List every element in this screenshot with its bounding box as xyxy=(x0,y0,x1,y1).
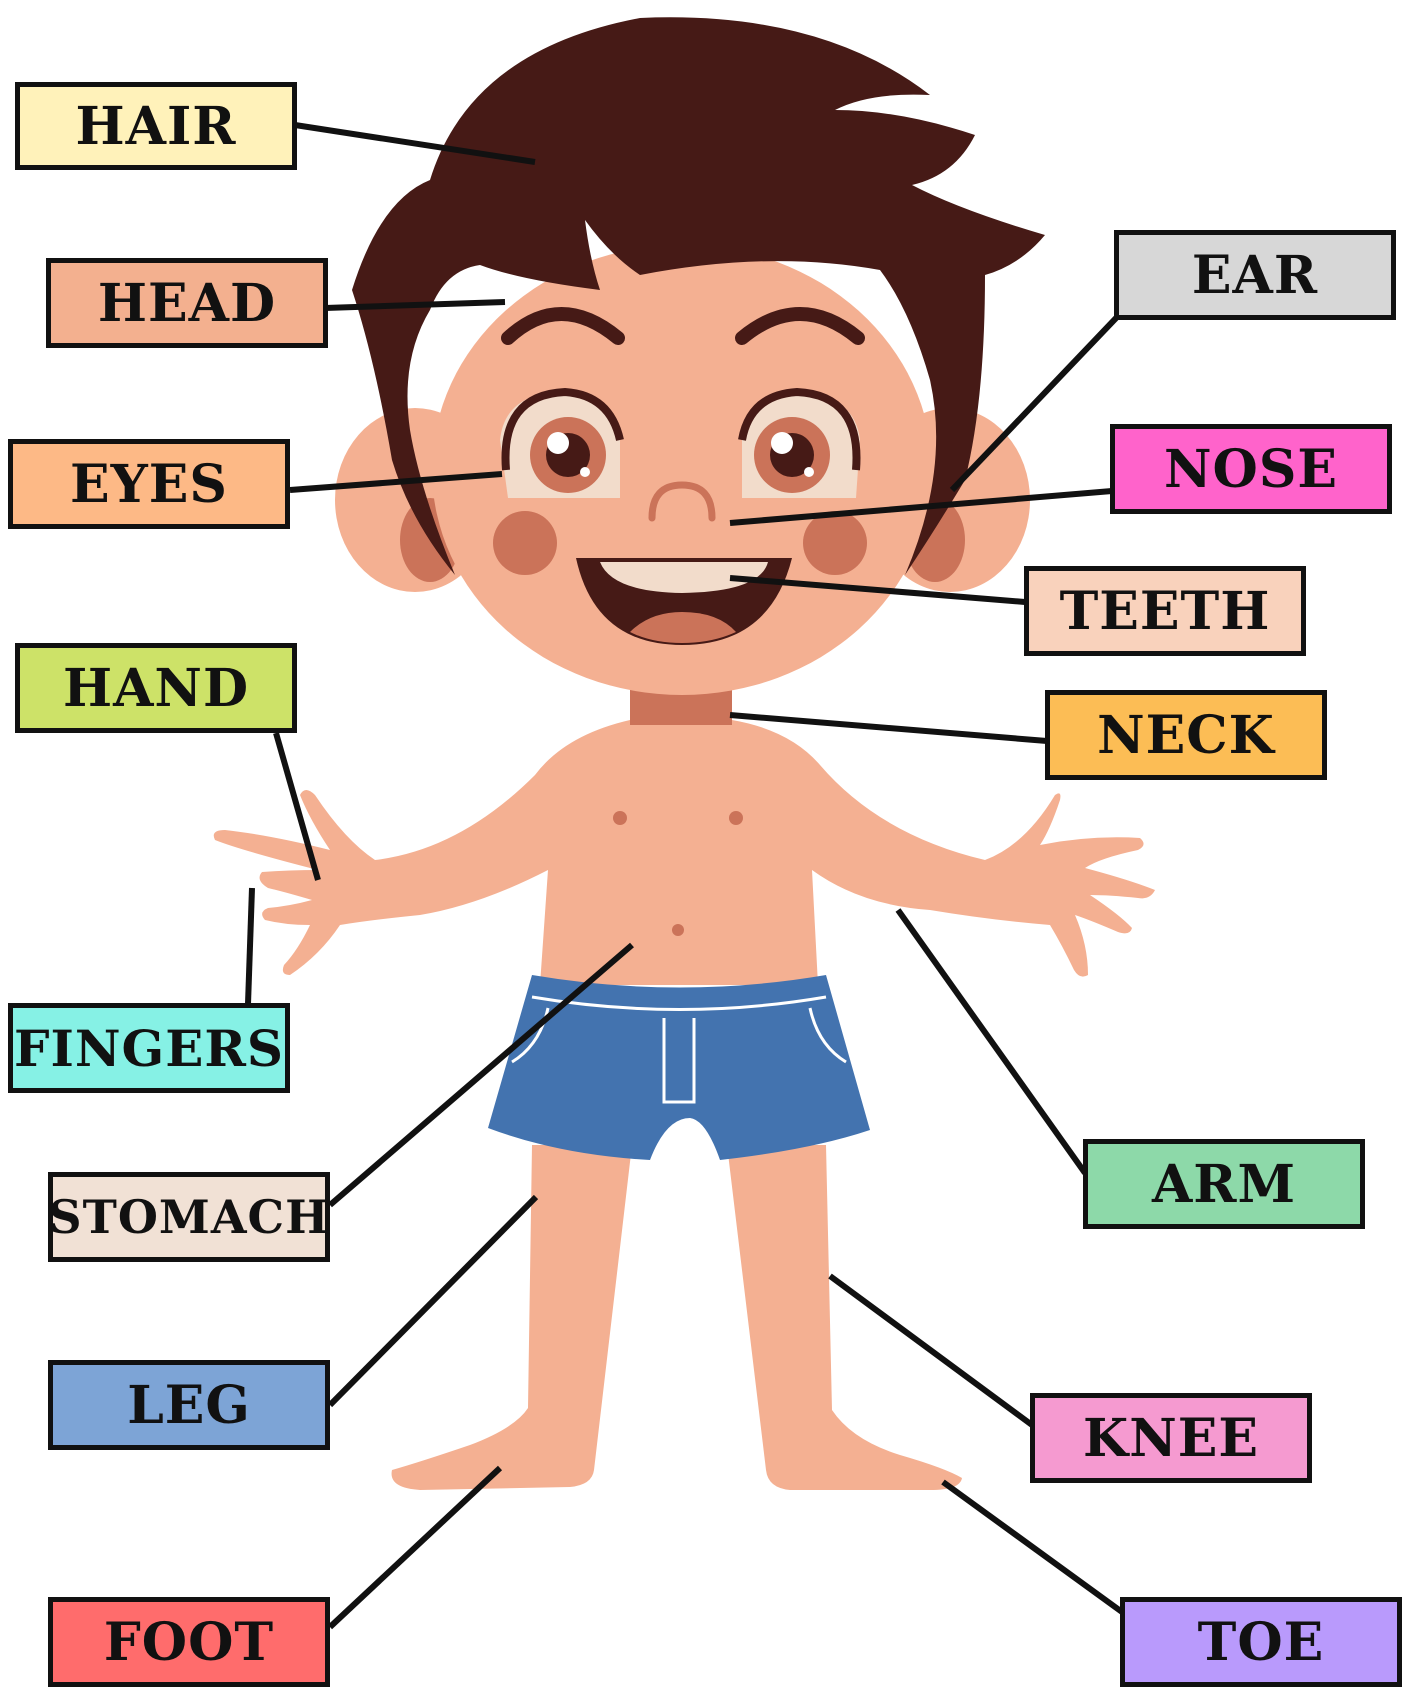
label-nose: NOSE xyxy=(1110,424,1392,514)
right-cheek xyxy=(803,511,867,575)
shorts xyxy=(488,975,870,1160)
navel xyxy=(672,924,684,936)
left-cheek xyxy=(493,511,557,575)
label-eyes: EYES xyxy=(8,439,290,529)
label-foot: FOOT xyxy=(48,1597,330,1687)
head-line xyxy=(325,302,505,308)
label-fingers: FINGERS xyxy=(8,1003,290,1093)
label-head: HEAD xyxy=(46,258,328,348)
left-leg xyxy=(392,1145,632,1490)
torso-arms xyxy=(214,720,1155,985)
label-leg: LEG xyxy=(48,1360,330,1450)
fingers-line xyxy=(248,888,252,1004)
label-neck: NECK xyxy=(1045,690,1327,780)
foot-line xyxy=(330,1468,500,1627)
nipple-right xyxy=(729,811,743,825)
label-toe: TOE xyxy=(1120,1597,1402,1687)
right-leg xyxy=(727,1145,962,1490)
label-knee: KNEE xyxy=(1030,1393,1312,1483)
arm-line xyxy=(898,910,1085,1173)
label-teeth: TEETH xyxy=(1024,566,1306,656)
label-stomach: STOMACH xyxy=(48,1172,330,1262)
label-ear: EAR xyxy=(1114,230,1396,320)
boy xyxy=(214,17,1155,1490)
label-arm: ARM xyxy=(1083,1139,1365,1229)
right-eye-shine xyxy=(771,432,793,454)
toe-line xyxy=(943,1482,1122,1612)
knee-line xyxy=(830,1276,1032,1425)
left-eye-shine-small xyxy=(580,467,590,477)
right-eye-shine-small xyxy=(804,467,814,477)
nipple-left xyxy=(613,811,627,825)
label-hair: HAIR xyxy=(15,82,297,170)
label-hand: HAND xyxy=(15,643,297,733)
leg-line xyxy=(330,1197,536,1405)
left-eye-shine xyxy=(547,432,569,454)
